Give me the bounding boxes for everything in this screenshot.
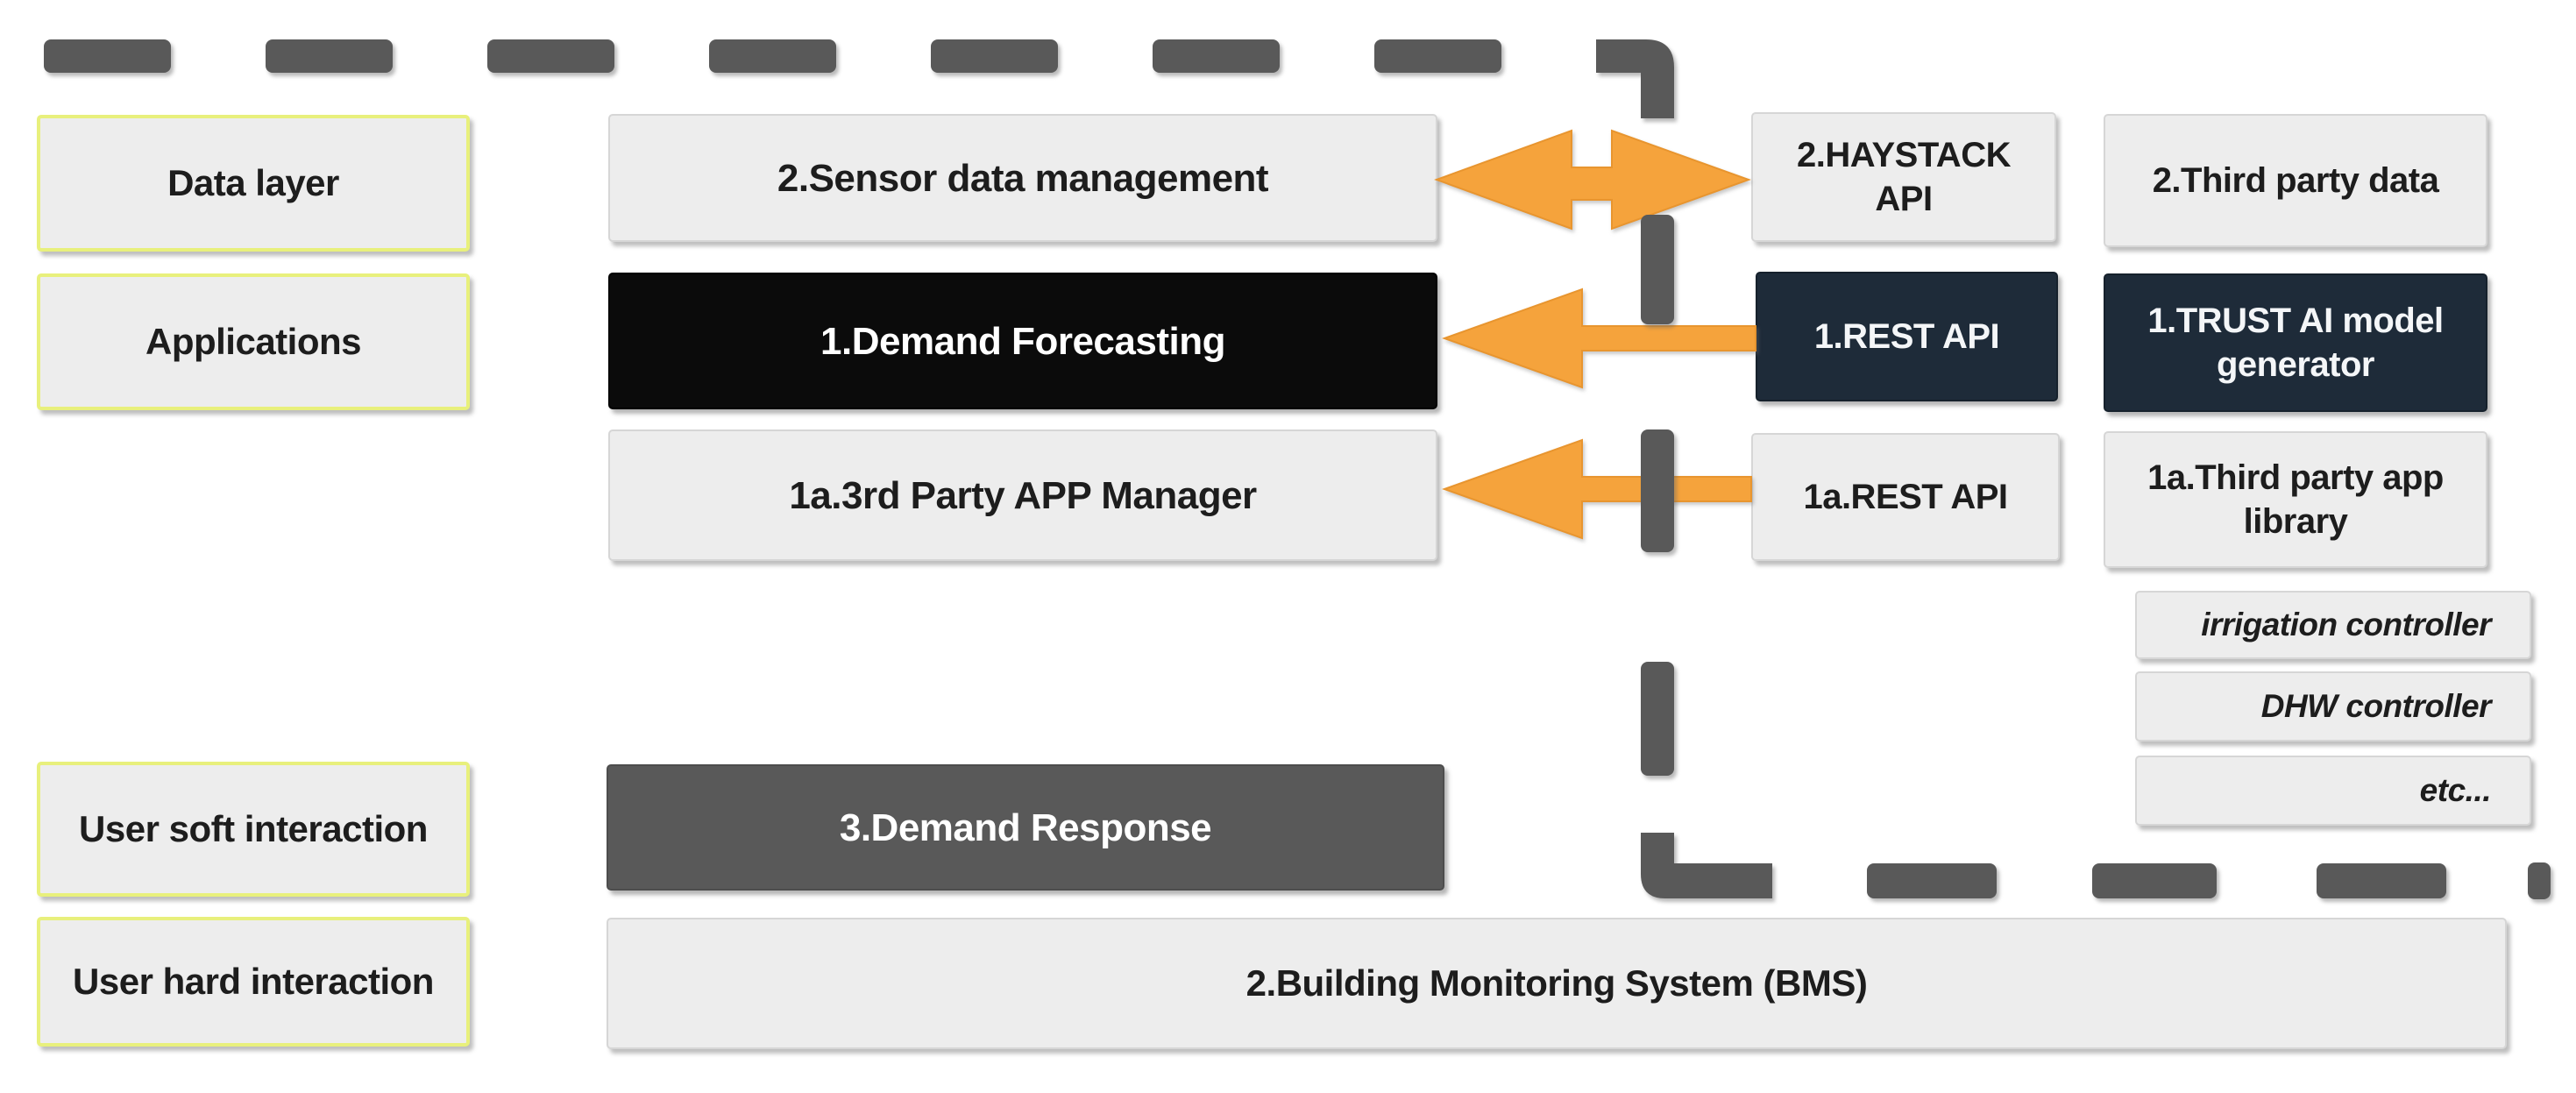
left-arrow-icon — [1442, 287, 1756, 389]
dashed-corner-icon — [1596, 39, 1674, 118]
module-demand-response: 3.Demand Response — [607, 764, 1444, 891]
module-demand-forecasting: 1.Demand Forecasting — [608, 273, 1437, 409]
controller-dhw: DHW controller — [2135, 671, 2531, 742]
api-rest-1a: 1a.REST API — [1751, 433, 2060, 561]
external-trust-ai-model-generator: 1.TRUST AI model generator — [2104, 273, 2487, 412]
module-sensor-data-management: 2.Sensor data management — [608, 114, 1437, 242]
module-3rd-party-app-manager: 1a.3rd Party APP Manager — [608, 429, 1437, 561]
row-label-applications: Applications — [37, 273, 470, 410]
row-label-data-layer: Data layer — [37, 115, 470, 252]
dashed-boundary-top — [44, 39, 1674, 118]
module-building-monitoring-system: 2.Building Monitoring System (BMS) — [607, 918, 2507, 1049]
api-rest-1: 1.REST API — [1756, 272, 2058, 401]
external-third-party-data: 2.Third party data — [2104, 114, 2487, 247]
external-third-party-app-library: 1a.Third party app library — [2104, 431, 2487, 568]
row-label-user-hard-interaction: User hard interaction — [37, 917, 470, 1047]
double-arrow-icon — [1434, 129, 1751, 231]
controller-irrigation: irrigation controller — [2135, 591, 2531, 659]
dashed-corner-icon — [1641, 833, 1772, 898]
api-haystack: 2.HAYSTACK API — [1751, 112, 2056, 242]
left-arrow-icon — [1442, 438, 1752, 540]
row-label-user-soft-interaction: User soft interaction — [37, 762, 470, 897]
dashed-boundary-bottom — [1867, 862, 2551, 899]
controller-etc: etc... — [2135, 756, 2531, 826]
